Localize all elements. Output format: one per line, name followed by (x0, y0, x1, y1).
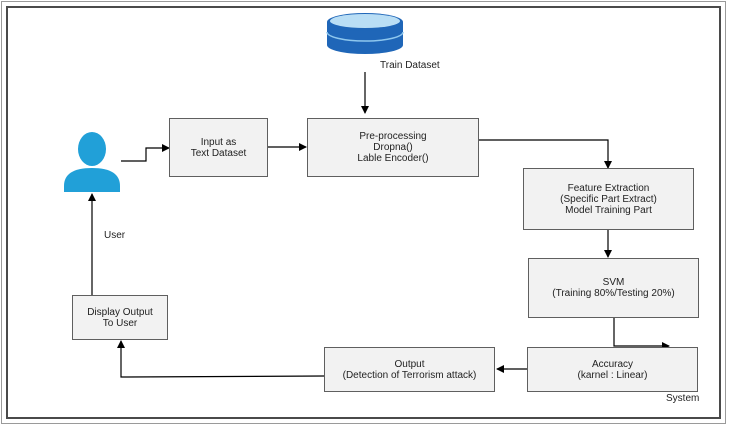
user-label: User (104, 230, 126, 241)
system-label: System (666, 393, 700, 404)
train-dataset-label: Train Dataset (380, 60, 440, 71)
display-output-node-line-1: Display Output (87, 306, 153, 318)
feature-extraction-node-line-1: Feature Extraction (567, 182, 650, 194)
input-node: Input as Text Dataset (169, 118, 268, 177)
system-boundary (6, 6, 721, 419)
input-node-line-2: Text Dataset (190, 147, 247, 159)
arrow-output-to-display (117, 340, 325, 378)
preprocessing-node-line-1: Pre-processing (359, 131, 427, 142)
feature-extraction-node-line-2: (Specific Part Extract) (560, 193, 657, 205)
accuracy-node-line-1: Accuracy (591, 358, 634, 370)
arrow-user-to-input (121, 144, 170, 162)
feature-extraction-node-line-3: Model Training Part (565, 204, 652, 216)
display-output-node-line-2: To User (102, 317, 138, 329)
display-output-node: Display Output To User (72, 295, 168, 340)
preprocessing-node-line-2: Dropna() (373, 142, 413, 153)
output-node-line-1: Output (394, 358, 425, 370)
arrow-preprocessing-to-feature (479, 139, 612, 169)
user-icon (64, 132, 120, 192)
preprocessing-node-line-3: Lable Encoder() (357, 153, 429, 164)
input-node-line-1: Input as (200, 136, 237, 148)
output-node-line-2: (Detection of Terrorism attack) (342, 369, 477, 381)
svm-node: SVM (Training 80%/Testing 20%) (528, 258, 699, 318)
preprocessing-node: Pre-processing Dropna() Lable Encoder() (307, 118, 479, 177)
database-icon (326, 13, 404, 54)
svm-node-line-1: SVM (602, 277, 625, 288)
accuracy-node: Accuracy (karnel : Linear) (527, 347, 698, 392)
svm-node-line-2: (Training 80%/Testing 20%) (552, 288, 675, 299)
arrow-svm-to-accuracy (613, 318, 670, 350)
output-node: Output (Detection of Terrorism attack) (324, 347, 495, 392)
feature-extraction-node: Feature Extraction (Specific Part Extrac… (523, 168, 694, 230)
accuracy-node-line-2: (karnel : Linear) (577, 369, 648, 381)
